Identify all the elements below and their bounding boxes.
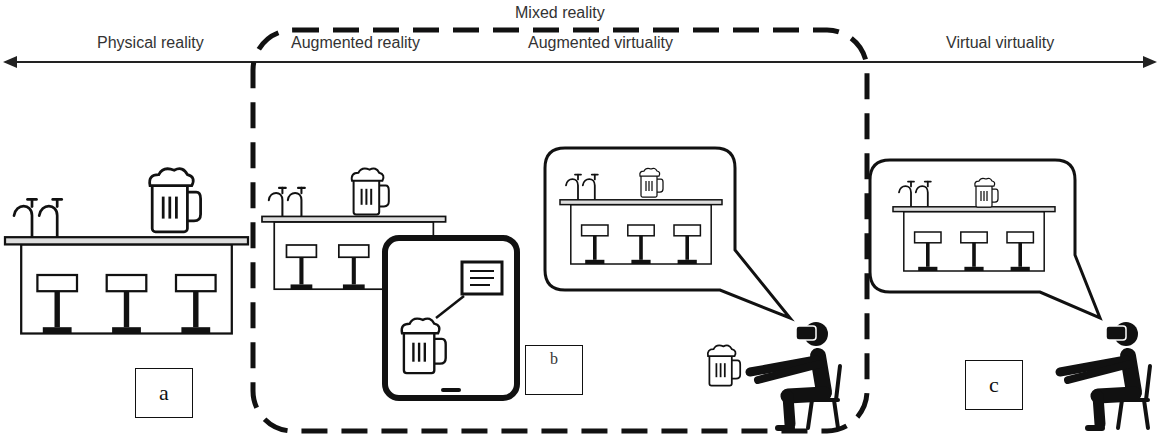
letter-box: a: [135, 368, 193, 418]
axis-label: Augmented reality: [289, 34, 422, 52]
region-heading: Mixed reality: [509, 3, 611, 22]
callout-letter: c: [989, 372, 999, 398]
letter-box: b: [525, 345, 583, 395]
callout-letter: a: [159, 380, 169, 406]
callout-letter: b: [544, 349, 564, 368]
axis-label: Physical reality: [95, 34, 206, 52]
axis-label: Virtual virtuality: [944, 34, 1056, 52]
mixed-reality-region: b Mixed reality: [250, 0, 870, 435]
axis-label: Augmented virtuality: [526, 34, 675, 52]
letter-box: c: [965, 360, 1023, 410]
